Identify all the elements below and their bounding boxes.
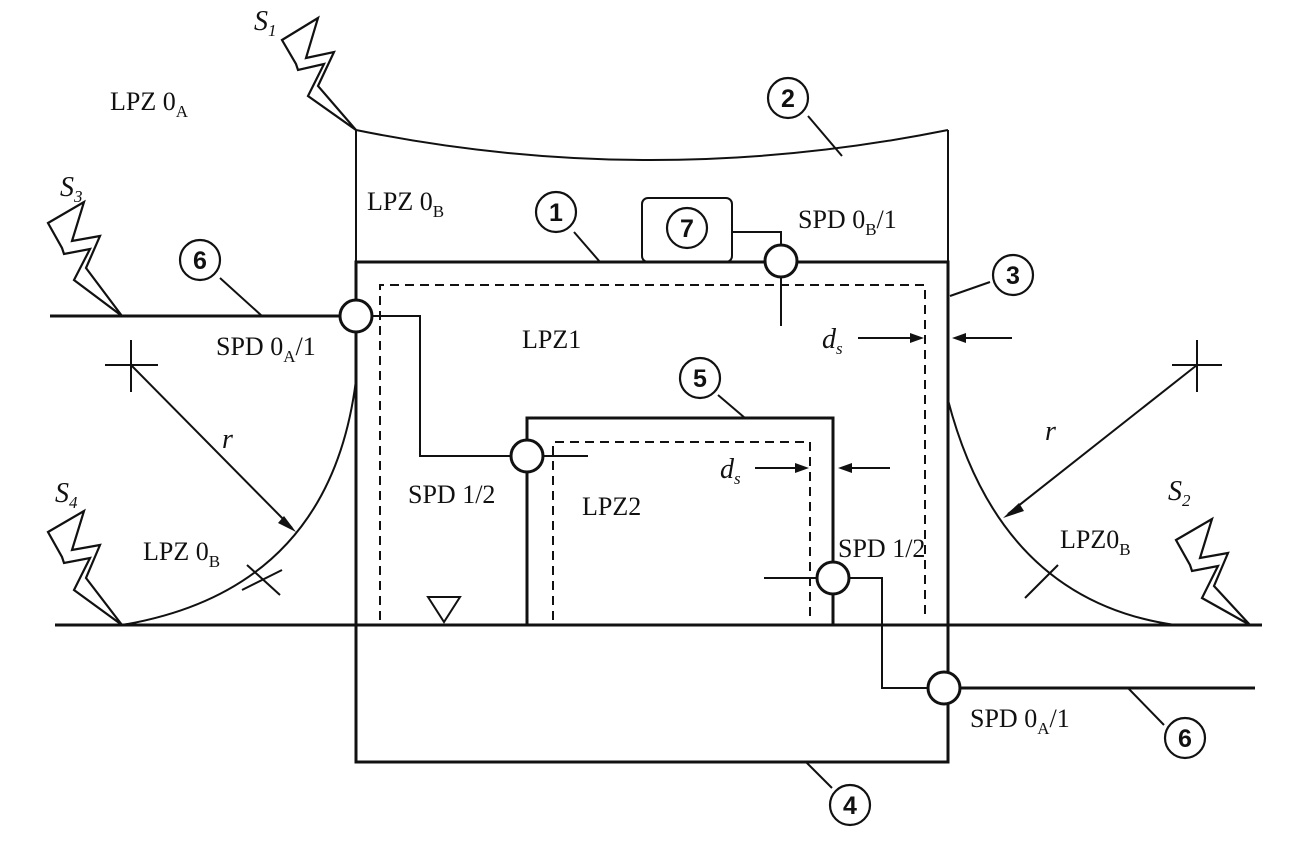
zone-label-lpz-0b-right: LPZ0B	[1060, 525, 1131, 559]
zone-label-lpz-0b-left: LPZ 0B	[143, 537, 220, 571]
right-rolling-sphere-arc	[947, 399, 1176, 626]
svg-text:3: 3	[1006, 262, 1020, 290]
strike-label-s1: S1	[254, 6, 277, 40]
callout-5-leader	[717, 394, 746, 419]
right-zone-tick	[1024, 564, 1059, 599]
callout-6-left-leader	[219, 277, 263, 317]
zone-label-lpz2: LPZ2	[582, 492, 641, 521]
spd-label-0b-1: SPD 0B/1	[798, 205, 897, 239]
callout-3: 3	[991, 253, 1035, 297]
radius-arrowhead-left	[278, 516, 296, 532]
callout-6-right: 6	[1163, 716, 1207, 760]
strike-label-s2: S2	[1168, 476, 1191, 510]
spd-1-2-right-node	[815, 560, 851, 596]
roof-protection-arc	[355, 129, 949, 161]
svg-text:2: 2	[781, 85, 795, 113]
zone-label-lpz1: LPZ1	[522, 325, 581, 354]
zone-label-lpz-0a: LPZ 0A	[110, 87, 189, 121]
lpz2-safety-boundary	[552, 441, 811, 620]
callout-2: 2	[766, 76, 810, 120]
ds-outer-arrowhead-left	[910, 333, 924, 343]
spd-0a-1-left-node	[338, 298, 374, 334]
room-shield	[525, 416, 835, 625]
callout-7: 7	[665, 206, 709, 250]
callout-6-left: 6	[178, 238, 222, 282]
rooftop-equipment-box	[641, 197, 733, 263]
spd-0a-1-right-node	[926, 670, 962, 706]
earthing-symbol	[426, 596, 462, 624]
left-zone-tick	[241, 569, 283, 591]
spd-1-2-left-node	[509, 438, 545, 474]
zone-label-lpz-0b-top: LPZ 0B	[367, 187, 444, 221]
ds-inner-arrowhead-right	[838, 463, 852, 473]
lightning-bolt-s2-icon	[1174, 516, 1251, 626]
ds-inner-label: ds	[720, 454, 741, 488]
spd-label-0a-1-right: SPD 0A/1	[970, 704, 1070, 738]
radius-label-left: r	[222, 424, 233, 455]
ds-inner-arrowhead-left	[795, 463, 809, 473]
callout-6-right-leader	[1127, 687, 1165, 726]
svg-text:6: 6	[1178, 725, 1192, 753]
left-zone-tick-2	[246, 564, 281, 596]
svg-text:1: 1	[549, 199, 563, 227]
left-rolling-sphere-arc	[121, 379, 357, 626]
radius-line-left	[130, 364, 293, 529]
lightning-bolt-s1-icon	[280, 15, 357, 131]
svg-text:4: 4	[843, 792, 857, 820]
strike-label-s3: S3	[60, 172, 83, 206]
lightning-bolt-s4-icon	[46, 508, 123, 626]
equipment-7-connection	[731, 212, 782, 244]
svg-text:5: 5	[693, 365, 707, 393]
callout-1: 1	[534, 190, 578, 234]
spd-label-0a-1-left: SPD 0A/1	[216, 332, 316, 366]
lightning-bolt-s3-icon	[46, 199, 123, 317]
internal-wiring-right	[848, 577, 928, 689]
spd-label-1-2-left: SPD 1/2	[408, 480, 495, 509]
ds-outer-label: ds	[822, 324, 843, 358]
callout-4: 4	[828, 783, 872, 827]
svg-text:7: 7	[680, 215, 694, 243]
spd-label-1-2-right: SPD 1/2	[838, 534, 925, 563]
callout-5: 5	[678, 356, 722, 400]
radius-label-right: r	[1045, 416, 1056, 447]
strike-label-s4: S4	[55, 478, 78, 512]
internal-wiring-left	[372, 315, 510, 457]
lpz1-safety-boundary	[379, 284, 926, 620]
ds-outer-arrowhead-right	[952, 333, 966, 343]
callout-1-leader	[573, 231, 601, 263]
radius-arrowhead-right	[1003, 503, 1024, 518]
callout-4-leader	[805, 761, 833, 789]
svg-text:6: 6	[193, 247, 207, 275]
callout-3-leader	[949, 281, 991, 297]
spd-0b-1-node	[763, 243, 799, 279]
radius-line-right	[1007, 364, 1198, 515]
callout-2-leader	[807, 115, 843, 157]
